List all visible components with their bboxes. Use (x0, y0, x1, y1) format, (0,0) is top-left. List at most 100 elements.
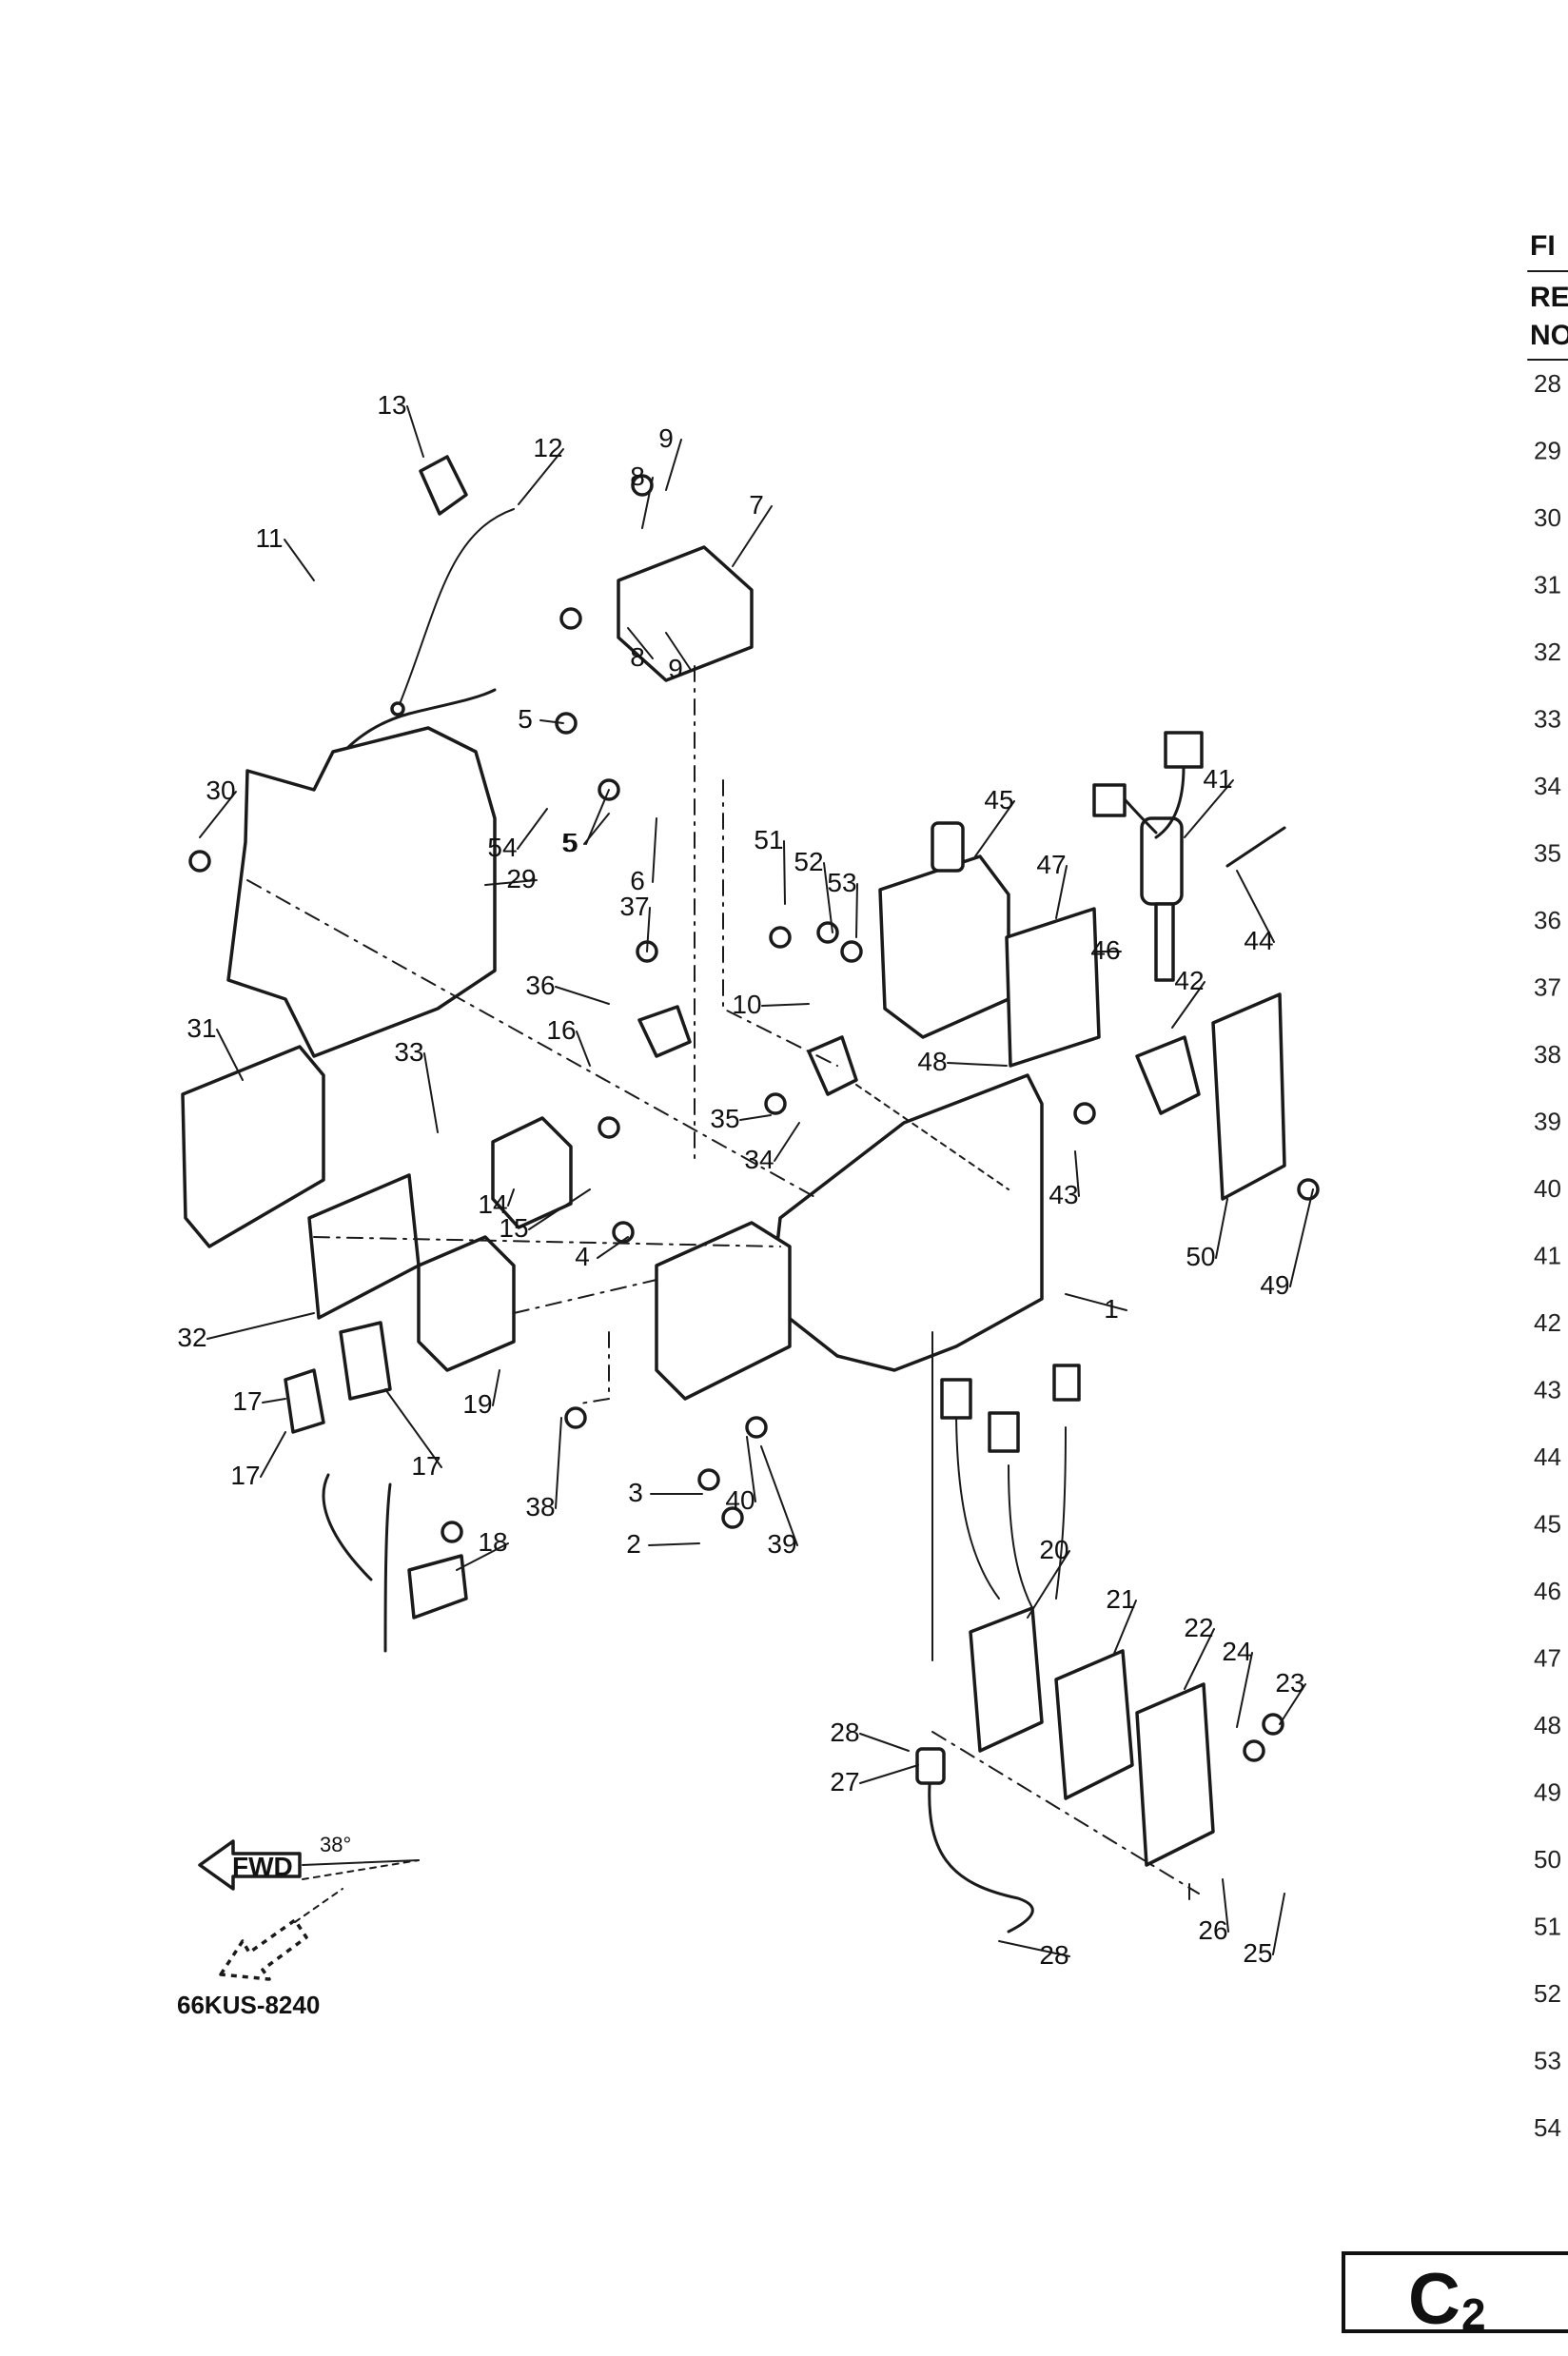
leader-line (539, 719, 564, 724)
part-number-label: 39 (767, 1529, 796, 1559)
connector-block-icon (807, 1035, 858, 1096)
leader-line (262, 1398, 286, 1404)
leader-line (423, 1052, 439, 1133)
fwd-angle-label: 38° (320, 1833, 351, 1856)
part-callout: 35 (710, 1104, 772, 1133)
table-row-ref-number: 45 (1534, 1510, 1561, 1539)
part-callout: 8 (630, 461, 654, 529)
part-callout: 11 (255, 523, 315, 581)
table-row-ref-number: 32 (1534, 638, 1561, 666)
leader-line (646, 907, 651, 952)
part-number-label: 20 (1039, 1535, 1068, 1564)
part-callout: 6 (630, 817, 657, 895)
part-number-label: 28 (830, 1718, 859, 1747)
leader-line (199, 791, 237, 838)
leader-line (627, 627, 654, 659)
leader-line (1215, 1198, 1228, 1259)
part-callout: 10 (732, 990, 810, 1019)
leader-line (1171, 981, 1205, 1029)
cdi-connector-icon (931, 821, 965, 873)
cover-plate-icon (1135, 1682, 1215, 1867)
part-number-label: 12 (533, 433, 562, 462)
parts-table: FI RE NO 2829303132333435363738394041424… (1527, 230, 1568, 2142)
part-callout: 7 (732, 490, 773, 567)
fastener-icon (1262, 1713, 1284, 1736)
part-callout: 41 (1184, 764, 1234, 838)
bracket-cover-icon (226, 726, 497, 1058)
leader-line (216, 1029, 244, 1081)
part-callout: 18 (456, 1527, 509, 1571)
part-callout: 37 (619, 892, 651, 952)
table-row-ref-number: 50 (1534, 1845, 1561, 1874)
table-row-ref-number: 43 (1534, 1376, 1561, 1404)
leader-line (597, 1236, 629, 1259)
fwd-indicator: FWD 38° 66KUS-8240 (177, 1833, 420, 2019)
part-callout: 31 (186, 1013, 244, 1081)
table-row-ref-number: 47 (1534, 1644, 1561, 1673)
part-number-label: 16 (546, 1015, 576, 1045)
gasket-icon (307, 1173, 421, 1320)
part-number-label: 45 (984, 785, 1013, 815)
fastener-icon (745, 1416, 768, 1439)
table-header-no: NO (1530, 320, 1568, 351)
leader-line (555, 1417, 562, 1509)
page-tab-letter: C (1408, 2259, 1460, 2340)
leader-line (859, 1733, 910, 1752)
part-callout: 14 (478, 1188, 515, 1219)
table-row-ref-number: 46 (1534, 1577, 1561, 1605)
part-number-label: 36 (525, 971, 555, 1000)
leader-line (284, 539, 315, 581)
part-callout: 22 (1184, 1613, 1215, 1690)
table-row-ref-number: 35 (1534, 839, 1561, 868)
part-number-label: 9 (658, 423, 674, 453)
assembly-guide-line (313, 1236, 781, 1247)
part-callout: 28 (830, 1718, 910, 1752)
part-number-label: 44 (1244, 926, 1273, 955)
part-callout: 48 (917, 1047, 1008, 1076)
part-callout: 9 (658, 423, 682, 491)
coil-plug-icon (1154, 902, 1175, 982)
gasket-plate-icon (1054, 1649, 1134, 1800)
coil-holder-icon (1135, 1035, 1201, 1115)
terminal-clip-icon (407, 1554, 468, 1620)
curved-arrow-icon (322, 1473, 373, 1581)
part-callout: 2 (626, 1529, 700, 1559)
harness-connector-icon (1052, 1364, 1081, 1402)
harness-connector-icon (940, 1378, 972, 1420)
part-callout: 13 (377, 390, 424, 458)
fwd-arrow-icon (198, 1839, 302, 1891)
mounting-bracket-icon (1005, 907, 1101, 1068)
leader-line (517, 808, 548, 850)
electrical-bracket-icon (769, 1073, 1044, 1372)
part-number-label: 51 (754, 825, 783, 854)
table-row-ref-number: 39 (1534, 1108, 1561, 1136)
leader-line (1222, 1878, 1229, 1933)
leader-line (1184, 1628, 1215, 1690)
fwd-reference-line (302, 1859, 420, 1866)
part-callout: 51 (754, 825, 786, 905)
table-header-ref: RE (1530, 282, 1568, 313)
leader-line (998, 1940, 1070, 1957)
assembly-guide-line (722, 779, 838, 1067)
table-row-ref-number: 37 (1534, 973, 1561, 1002)
part-callout: 36 (525, 971, 610, 1005)
fastener-icon (816, 921, 839, 944)
leader-line (947, 1062, 1008, 1067)
fwd-angle-line (302, 1859, 420, 1880)
leader-line (1055, 865, 1068, 919)
leader-line (652, 817, 657, 883)
part-shapes (181, 455, 1320, 1934)
cover-plate-icon (1211, 992, 1286, 1201)
leader-line (760, 1445, 798, 1546)
harness-wire-icon (955, 1407, 1000, 1600)
part-number-label: 43 (1049, 1180, 1078, 1209)
leader-line (855, 883, 858, 938)
coil-connector-icon (1092, 783, 1127, 817)
part-number-label: 34 (744, 1145, 774, 1174)
part-callout: 27 (830, 1764, 919, 1796)
part-number-label: 1 (1104, 1294, 1119, 1324)
cable-tie-icon (1225, 826, 1286, 868)
